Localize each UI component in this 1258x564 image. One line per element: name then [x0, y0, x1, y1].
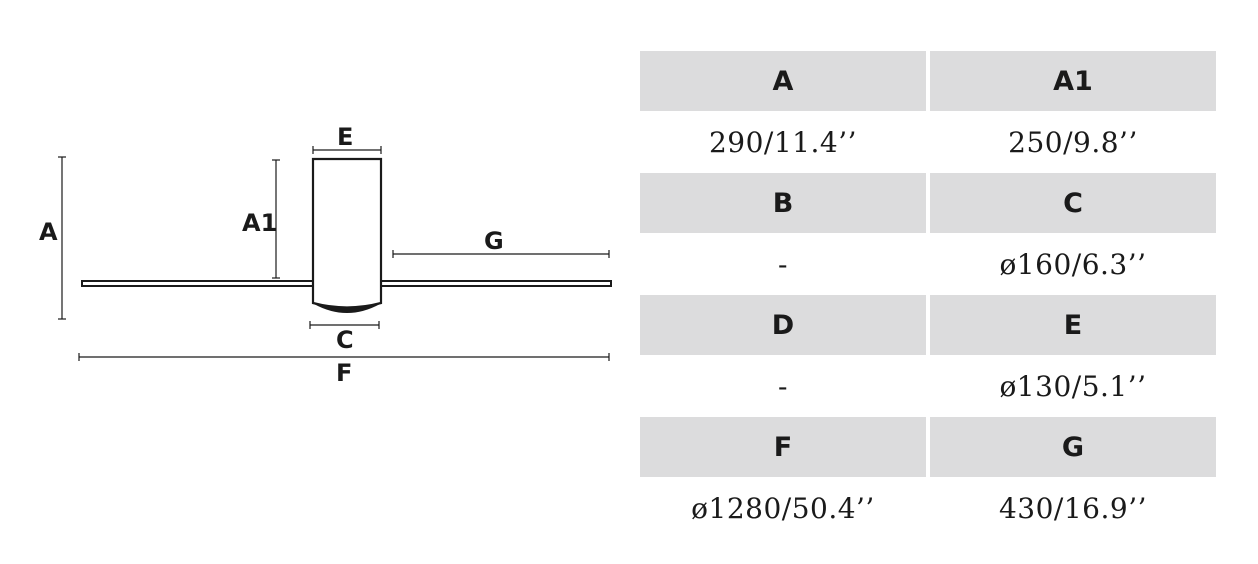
dim-label-e: E [337, 123, 354, 151]
table-header-row: A A1 [640, 51, 1216, 111]
table-header-cell: C [930, 173, 1216, 233]
table-value-row: - ø130/5.1’’ [640, 356, 1216, 416]
dim-label-f: F [336, 359, 353, 387]
dim-label-a: A [39, 218, 58, 246]
table-value-cell: 250/9.8’’ [930, 112, 1216, 172]
table-value-cell: ø160/6.3’’ [930, 234, 1216, 294]
fan-bottom-cap [314, 304, 380, 313]
table-value-cell: 290/11.4’’ [640, 112, 926, 172]
table-value-cell: - [640, 356, 926, 416]
table-value-row: ø1280/50.4’’ 430/16.9’’ [640, 478, 1216, 538]
table-header-row: B C [640, 173, 1216, 233]
table-header-cell: E [930, 295, 1216, 355]
table-value-cell: - [640, 234, 926, 294]
table-value-row: - ø160/6.3’’ [640, 234, 1216, 294]
table-value-cell: ø130/5.1’’ [930, 356, 1216, 416]
table-header-cell: D [640, 295, 926, 355]
table-value-cell: 430/16.9’’ [930, 478, 1216, 538]
dim-label-a1: A1 [242, 209, 278, 237]
dimensions-table: A A1 290/11.4’’ 250/9.8’’ B C - ø160/6.3… [640, 51, 1216, 539]
table-header-cell: G [930, 417, 1216, 477]
dim-label-c: C [336, 326, 354, 354]
table-header-cell: B [640, 173, 926, 233]
table-header-cell: A1 [930, 51, 1216, 111]
fan-dimension-drawing: A A1 E G C F [39, 123, 612, 387]
fan-motor-body [311, 157, 383, 309]
table-value-cell: ø1280/50.4’’ [640, 478, 926, 538]
table-header-cell: F [640, 417, 926, 477]
table-value-row: 290/11.4’’ 250/9.8’’ [640, 112, 1216, 172]
fan-side-view [58, 146, 612, 361]
table-header-cell: A [640, 51, 926, 111]
table-header-row: D E [640, 295, 1216, 355]
dim-label-g: G [484, 227, 504, 255]
table-header-row: F G [640, 417, 1216, 477]
